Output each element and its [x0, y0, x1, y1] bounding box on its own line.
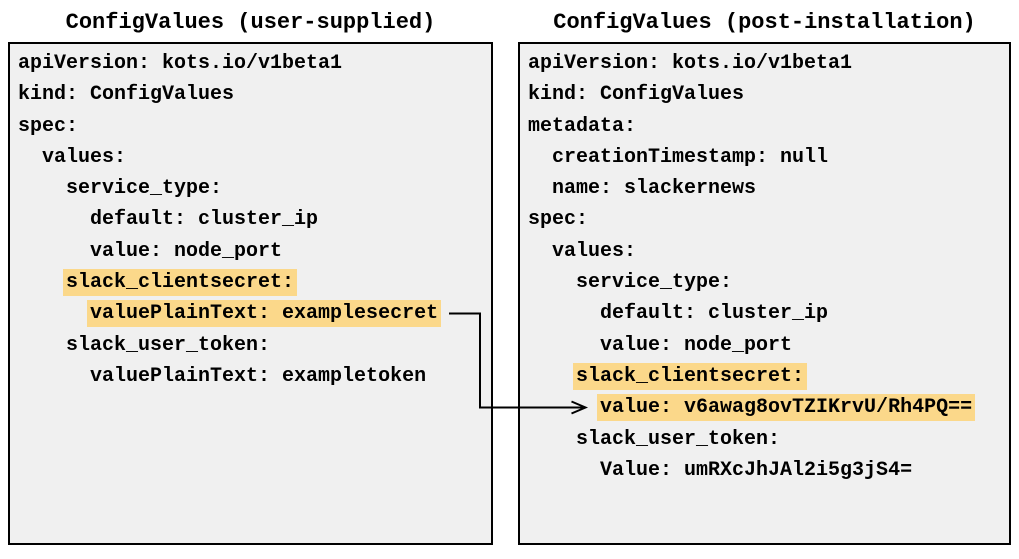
yaml-indent	[528, 240, 552, 263]
yaml-line: apiVersion: kots.io/v1beta1	[528, 48, 1005, 79]
yaml-indent	[528, 428, 576, 451]
yaml-text: service_type:	[66, 177, 223, 201]
post-installation-title: ConfigValues (post-installation)	[553, 10, 976, 35]
yaml-text: kind: ConfigValues	[528, 83, 745, 107]
yaml-text-highlight: value: v6awag8ovTZIKrvU/Rh4PQ==	[597, 394, 976, 422]
yaml-text: spec:	[528, 208, 589, 232]
yaml-indent	[18, 334, 66, 357]
yaml-text: Value: umRXcJhJAl2i5g3jS4=	[600, 458, 913, 482]
yaml-line: values:	[528, 236, 1005, 267]
yaml-line: service_type:	[528, 267, 1005, 298]
yaml-line: kind: ConfigValues	[528, 79, 1005, 110]
yaml-text-highlight: valuePlainText: examplesecret	[87, 300, 442, 328]
yaml-text: name: slackernews	[552, 177, 757, 201]
yaml-indent	[18, 365, 90, 388]
yaml-text: value: node_port	[600, 333, 793, 357]
yaml-indent	[528, 177, 552, 200]
yaml-indent	[528, 459, 600, 482]
yaml-line: Value: umRXcJhJAl2i5g3jS4=	[528, 455, 1005, 486]
yaml-text: apiVersion: kots.io/v1beta1	[528, 52, 853, 75]
yaml-indent	[18, 302, 90, 325]
yaml-line-highlighted: value: v6awag8ovTZIKrvU/Rh4PQ==	[528, 392, 1005, 423]
yaml-indent	[18, 146, 42, 169]
yaml-indent	[18, 271, 66, 294]
yaml-indent	[18, 208, 90, 231]
yaml-line: default: cluster_ip	[528, 298, 1005, 329]
yaml-text: spec:	[18, 114, 79, 138]
yaml-line: slack_user_token:	[528, 424, 1005, 455]
yaml-text: default: cluster_ip	[600, 302, 829, 326]
yaml-line: metadata:	[528, 111, 1005, 142]
yaml-line: spec:	[18, 111, 487, 142]
yaml-text: values:	[42, 145, 127, 169]
user-supplied-title: ConfigValues (user-supplied)	[65, 10, 436, 35]
yaml-line: valuePlainText: exampletoken	[18, 361, 487, 392]
yaml-text: metadata:	[528, 114, 637, 138]
yaml-line-highlighted: slack_clientsecret:	[18, 267, 487, 298]
yaml-indent	[528, 302, 600, 325]
yaml-indent	[528, 146, 552, 169]
yaml-line: value: node_port	[528, 330, 1005, 361]
yaml-line-highlighted: valuePlainText: examplesecret	[18, 298, 487, 329]
yaml-indent	[528, 334, 600, 357]
yaml-line: spec:	[528, 204, 1005, 235]
yaml-text: creationTimestamp: null	[552, 145, 829, 169]
yaml-text: value: node_port	[90, 239, 283, 263]
yaml-text: apiVersion: kots.io/v1beta1	[18, 52, 343, 75]
yaml-line: kind: ConfigValues	[18, 79, 487, 110]
yaml-indent	[528, 271, 576, 294]
yaml-text-highlight: slack_clientsecret:	[573, 362, 808, 390]
yaml-text: slack_user_token:	[66, 333, 271, 357]
yaml-line: apiVersion: kots.io/v1beta1	[18, 48, 487, 79]
yaml-line: creationTimestamp: null	[528, 142, 1005, 173]
yaml-line: slack_user_token:	[18, 330, 487, 361]
yaml-line: value: node_port	[18, 236, 487, 267]
yaml-indent	[528, 396, 600, 419]
yaml-line-highlighted: slack_clientsecret:	[528, 361, 1005, 392]
yaml-text: values:	[552, 239, 637, 263]
post-installation-panel: apiVersion: kots.io/v1beta1 kind: Config…	[518, 42, 1011, 545]
yaml-text: valuePlainText: exampletoken	[90, 364, 427, 388]
yaml-line: service_type:	[18, 173, 487, 204]
yaml-text: service_type:	[576, 271, 733, 295]
user-supplied-panel: apiVersion: kots.io/v1beta1 kind: Config…	[8, 42, 493, 545]
yaml-indent	[18, 177, 66, 200]
yaml-line: name: slackernews	[528, 173, 1005, 204]
yaml-line: default: cluster_ip	[18, 204, 487, 235]
yaml-text: default: cluster_ip	[90, 208, 319, 232]
post-installation-column: ConfigValues (post-installation) apiVers…	[518, 8, 1011, 545]
yaml-indent	[528, 365, 576, 388]
yaml-indent	[18, 240, 90, 263]
yaml-text-highlight: slack_clientsecret:	[63, 269, 298, 297]
user-supplied-column: ConfigValues (user-supplied) apiVersion:…	[8, 8, 493, 545]
yaml-text: slack_user_token:	[576, 427, 781, 451]
yaml-text: kind: ConfigValues	[18, 83, 235, 107]
yaml-line: values:	[18, 142, 487, 173]
